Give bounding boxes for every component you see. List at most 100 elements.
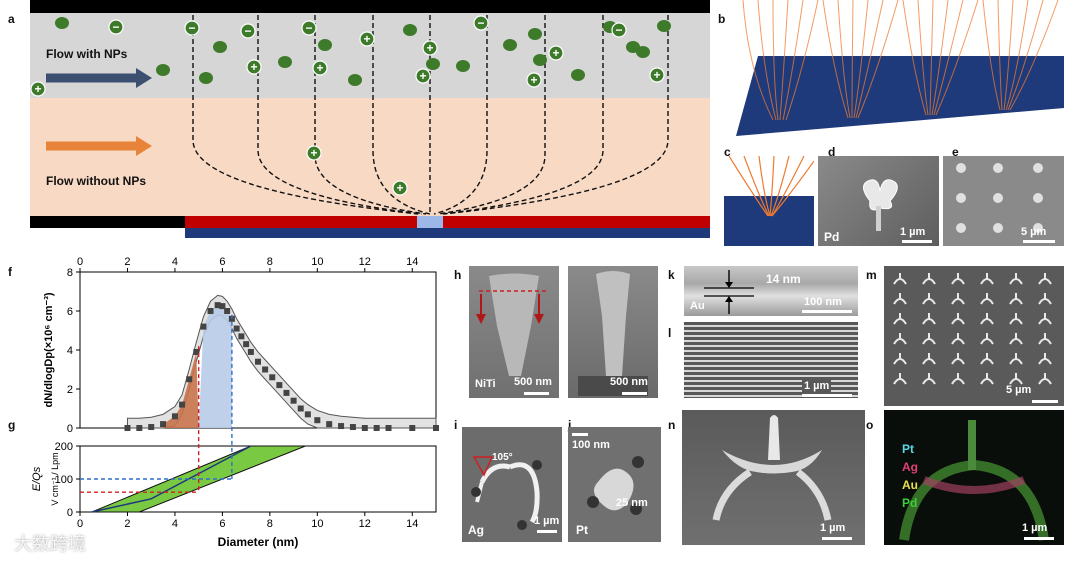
scale-bar <box>1032 400 1058 403</box>
data-point <box>233 325 240 332</box>
thickness-label: 14 nm <box>766 272 801 286</box>
nanostructure-mark <box>893 293 907 305</box>
np-negative-sign: − <box>305 21 312 35</box>
np-negative-sign: − <box>477 16 484 30</box>
np-negative-sign: − <box>188 21 195 35</box>
data-point <box>200 323 207 330</box>
selected-size-region <box>163 351 199 428</box>
panel-e-sem-array: 5 µm <box>943 156 1064 246</box>
panel-c-single-field-schematic <box>724 156 814 246</box>
nanostructure-mark <box>1009 293 1023 305</box>
scale-bar <box>622 392 647 395</box>
panel-i-sem-image: 105° Ag 1 µm <box>462 427 562 542</box>
panel-f-label: f <box>8 265 12 279</box>
y-tick-label: 4 <box>67 345 73 357</box>
y-tick-label: 0 <box>67 423 73 435</box>
scale-bar <box>822 537 852 540</box>
nanostructure-mark <box>922 353 936 365</box>
data-point <box>283 389 290 396</box>
np-positive-sign: + <box>426 41 433 55</box>
panel-g-label: g <box>8 418 16 432</box>
panel-m-sem-array: 5 µm <box>884 266 1064 406</box>
scale-bar <box>802 394 852 397</box>
x-tick-label: 10 <box>311 518 323 530</box>
data-point <box>255 358 261 365</box>
np-positive-sign: + <box>310 146 317 160</box>
data-point <box>326 421 333 428</box>
data-point <box>219 303 226 310</box>
panel-fg-charts: 0022446688101012121414024680100200Diamet… <box>31 256 439 549</box>
nanostructure-mark <box>1038 373 1052 385</box>
scale-bar <box>537 530 557 533</box>
nanostructure-mark <box>1009 353 1023 365</box>
data-point <box>349 424 356 431</box>
data-point <box>297 405 304 412</box>
watermark-text: 大数跨境 <box>14 534 86 554</box>
np-positive-sign: + <box>363 32 370 46</box>
x-tick-label: 12 <box>359 256 371 268</box>
x-tick-label: 6 <box>219 518 225 530</box>
x-tick-label: 4 <box>172 256 178 268</box>
panel-h-label: h <box>454 268 462 282</box>
x-tick-label: 8 <box>267 256 273 268</box>
panel-h-sem-right: 500 nm <box>568 266 658 398</box>
nanostructure-mark <box>893 273 907 285</box>
y-tick-label: 100 <box>55 474 73 486</box>
y-axis-unit: V cm⁻¹ / Lpm <box>50 452 60 505</box>
np-positive-sign: + <box>396 181 403 195</box>
y-tick-label: 200 <box>55 441 73 453</box>
x-tick-label: 2 <box>124 256 130 268</box>
x-tick-label: 6 <box>219 256 225 268</box>
y-axis-label: dN/dlogDp(×10⁶ cm⁻³) <box>43 292 55 407</box>
panel-c-label: c <box>724 145 731 159</box>
panel-o-label: o <box>866 418 874 432</box>
data-point <box>160 421 167 428</box>
legend-item: Ag <box>902 460 918 474</box>
nanostructure-mark <box>980 333 994 345</box>
nanostructure-mark <box>1038 353 1052 365</box>
chart-f-frame <box>79 271 437 429</box>
gap-label: 25 nm <box>616 497 648 509</box>
data-point <box>214 302 221 309</box>
nanostructure-mark <box>980 373 994 385</box>
nanostructure-mark <box>951 313 965 325</box>
data-point <box>314 417 321 424</box>
nanostructure-mark <box>1009 373 1023 385</box>
x-axis-label: Diameter (nm) <box>218 535 299 549</box>
scale-bar-label: 100 nm <box>804 296 842 308</box>
panel-a-label: a <box>8 12 15 26</box>
lower-boundary-line <box>91 445 252 513</box>
panel-i-label: i <box>454 418 458 432</box>
panel-l-sem-image: 1 µm <box>684 322 858 398</box>
panel-k-label: k <box>668 268 675 282</box>
panel-d-sem-image: Pd 1 µm <box>818 156 939 246</box>
data-point <box>148 424 155 431</box>
panel-n-label: n <box>668 418 676 432</box>
np-negative-sign: − <box>112 20 119 34</box>
data-point <box>247 348 254 355</box>
material-label: Au <box>690 300 705 312</box>
y-tick-label: 2 <box>67 384 73 396</box>
scale-bar <box>902 240 932 243</box>
panel-n-sem-image: 1 µm <box>682 410 865 545</box>
nanostructure-mark <box>893 313 907 325</box>
scale-bar <box>1024 537 1054 540</box>
data-point <box>304 411 311 418</box>
data-point <box>238 333 245 340</box>
material-label: Ag <box>468 523 484 537</box>
nanostructure-mark <box>951 353 965 365</box>
data-point <box>207 308 214 314</box>
scale-bar-label: 5 µm <box>1006 384 1032 396</box>
data-point <box>276 382 283 389</box>
scale-bar-label: 1 µm <box>802 380 832 392</box>
panel-e-label: e <box>952 145 959 159</box>
nanostructure-mark <box>980 313 994 325</box>
nanostructure-mark <box>980 293 994 305</box>
x-tick-label: 4 <box>172 518 178 530</box>
nanostructure-mark <box>980 353 994 365</box>
x-tick-label: 12 <box>359 518 371 530</box>
x-tick-label: 0 <box>77 256 83 268</box>
nanostructure-mark <box>922 333 936 345</box>
nanostructure-mark <box>1038 333 1052 345</box>
data-point <box>243 341 250 348</box>
